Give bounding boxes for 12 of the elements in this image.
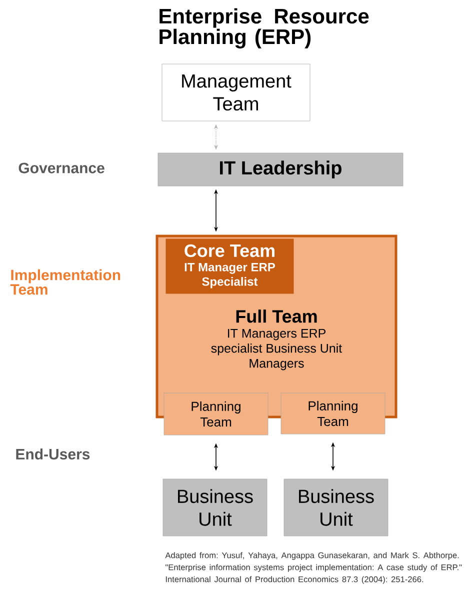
leadership-box: IT Leadership — [158, 152, 404, 186]
management-box: Management Team — [162, 64, 310, 122]
row-label: Governance — [18, 162, 104, 174]
planning-box: Planning Team — [164, 392, 268, 436]
business-unit-box: Business Unit — [162, 478, 268, 536]
planning-box: Planning Team — [280, 392, 386, 434]
row-label: Implementation Team — [10, 269, 120, 295]
citation: Adapted from: Yusuf, Yahaya, Angappa Gunasekaran, and Mark S. Abthorpe. "Enterprise information systems project implementation: A case study of ERP." International Journal of Production Economics 87.3 (2004): 251-266. — [165, 552, 462, 584]
business-unit-box: Business Unit — [284, 478, 388, 536]
core-team-box: Core Team IT Manager ERP Specialist — [166, 238, 294, 294]
row-label: End-Users — [16, 448, 90, 460]
title: Enterprise Resource Planning (ERP) — [160, 8, 369, 48]
